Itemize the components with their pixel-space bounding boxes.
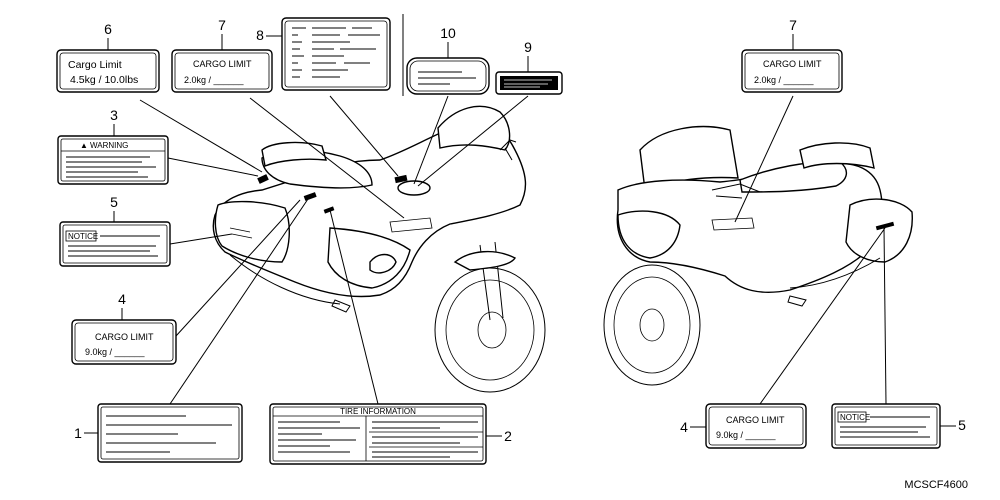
callout-5-right: 5 (958, 417, 966, 433)
label-8-text-lines (292, 27, 380, 78)
warning-label-title: WARNING (90, 141, 128, 150)
callout-5-left: 5 (110, 194, 118, 210)
callout-3: 3 (110, 107, 118, 123)
cargo-limit-4-left-value: 9.0kg / ______ (85, 347, 146, 357)
diagram-code: MCSCF4600 (904, 479, 968, 491)
tire-information-title: TIRE INFORMATION (340, 407, 416, 416)
callout-8: 8 (256, 27, 264, 43)
callout-4-right: 4 (680, 419, 688, 435)
callout-2: 2 (504, 428, 512, 444)
cargo-limit-4-right-value: 9.0kg / ______ (716, 430, 777, 440)
cargo-limit-6-value: 4.5kg / 10.0lbs (70, 74, 138, 86)
cargo-limit-7-left-value: 2.0kg / ______ (184, 75, 245, 85)
cargo-limit-7-right-value: 2.0kg / ______ (754, 75, 815, 85)
cargo-limit-6-title: Cargo Limit (68, 59, 122, 71)
leader-lines (139, 95, 887, 405)
warning-triangle-icon: ▲ (80, 141, 88, 150)
notice-label-left-title: NOTICE (68, 232, 98, 241)
cargo-limit-7-left-title: CARGO LIMIT (193, 59, 252, 69)
callout-9: 9 (524, 39, 532, 55)
tire-info-text-lines (278, 421, 483, 458)
right-motorcycle-illustration (603, 125, 913, 386)
callout-10: 10 (440, 25, 456, 41)
callout-7-left: 7 (218, 17, 226, 33)
left-motorcycle-illustration (212, 105, 546, 393)
cargo-limit-7-right-title: CARGO LIMIT (763, 59, 822, 69)
callout-7-right: 7 (789, 17, 797, 33)
cargo-limit-4-left-title: CARGO LIMIT (95, 332, 154, 342)
notice-label-right-title: NOTICE (840, 413, 870, 422)
cargo-limit-4-right-title: CARGO LIMIT (726, 415, 785, 425)
callout-6: 6 (104, 21, 112, 37)
callout-4-left: 4 (118, 291, 126, 307)
callout-1: 1 (74, 425, 82, 441)
